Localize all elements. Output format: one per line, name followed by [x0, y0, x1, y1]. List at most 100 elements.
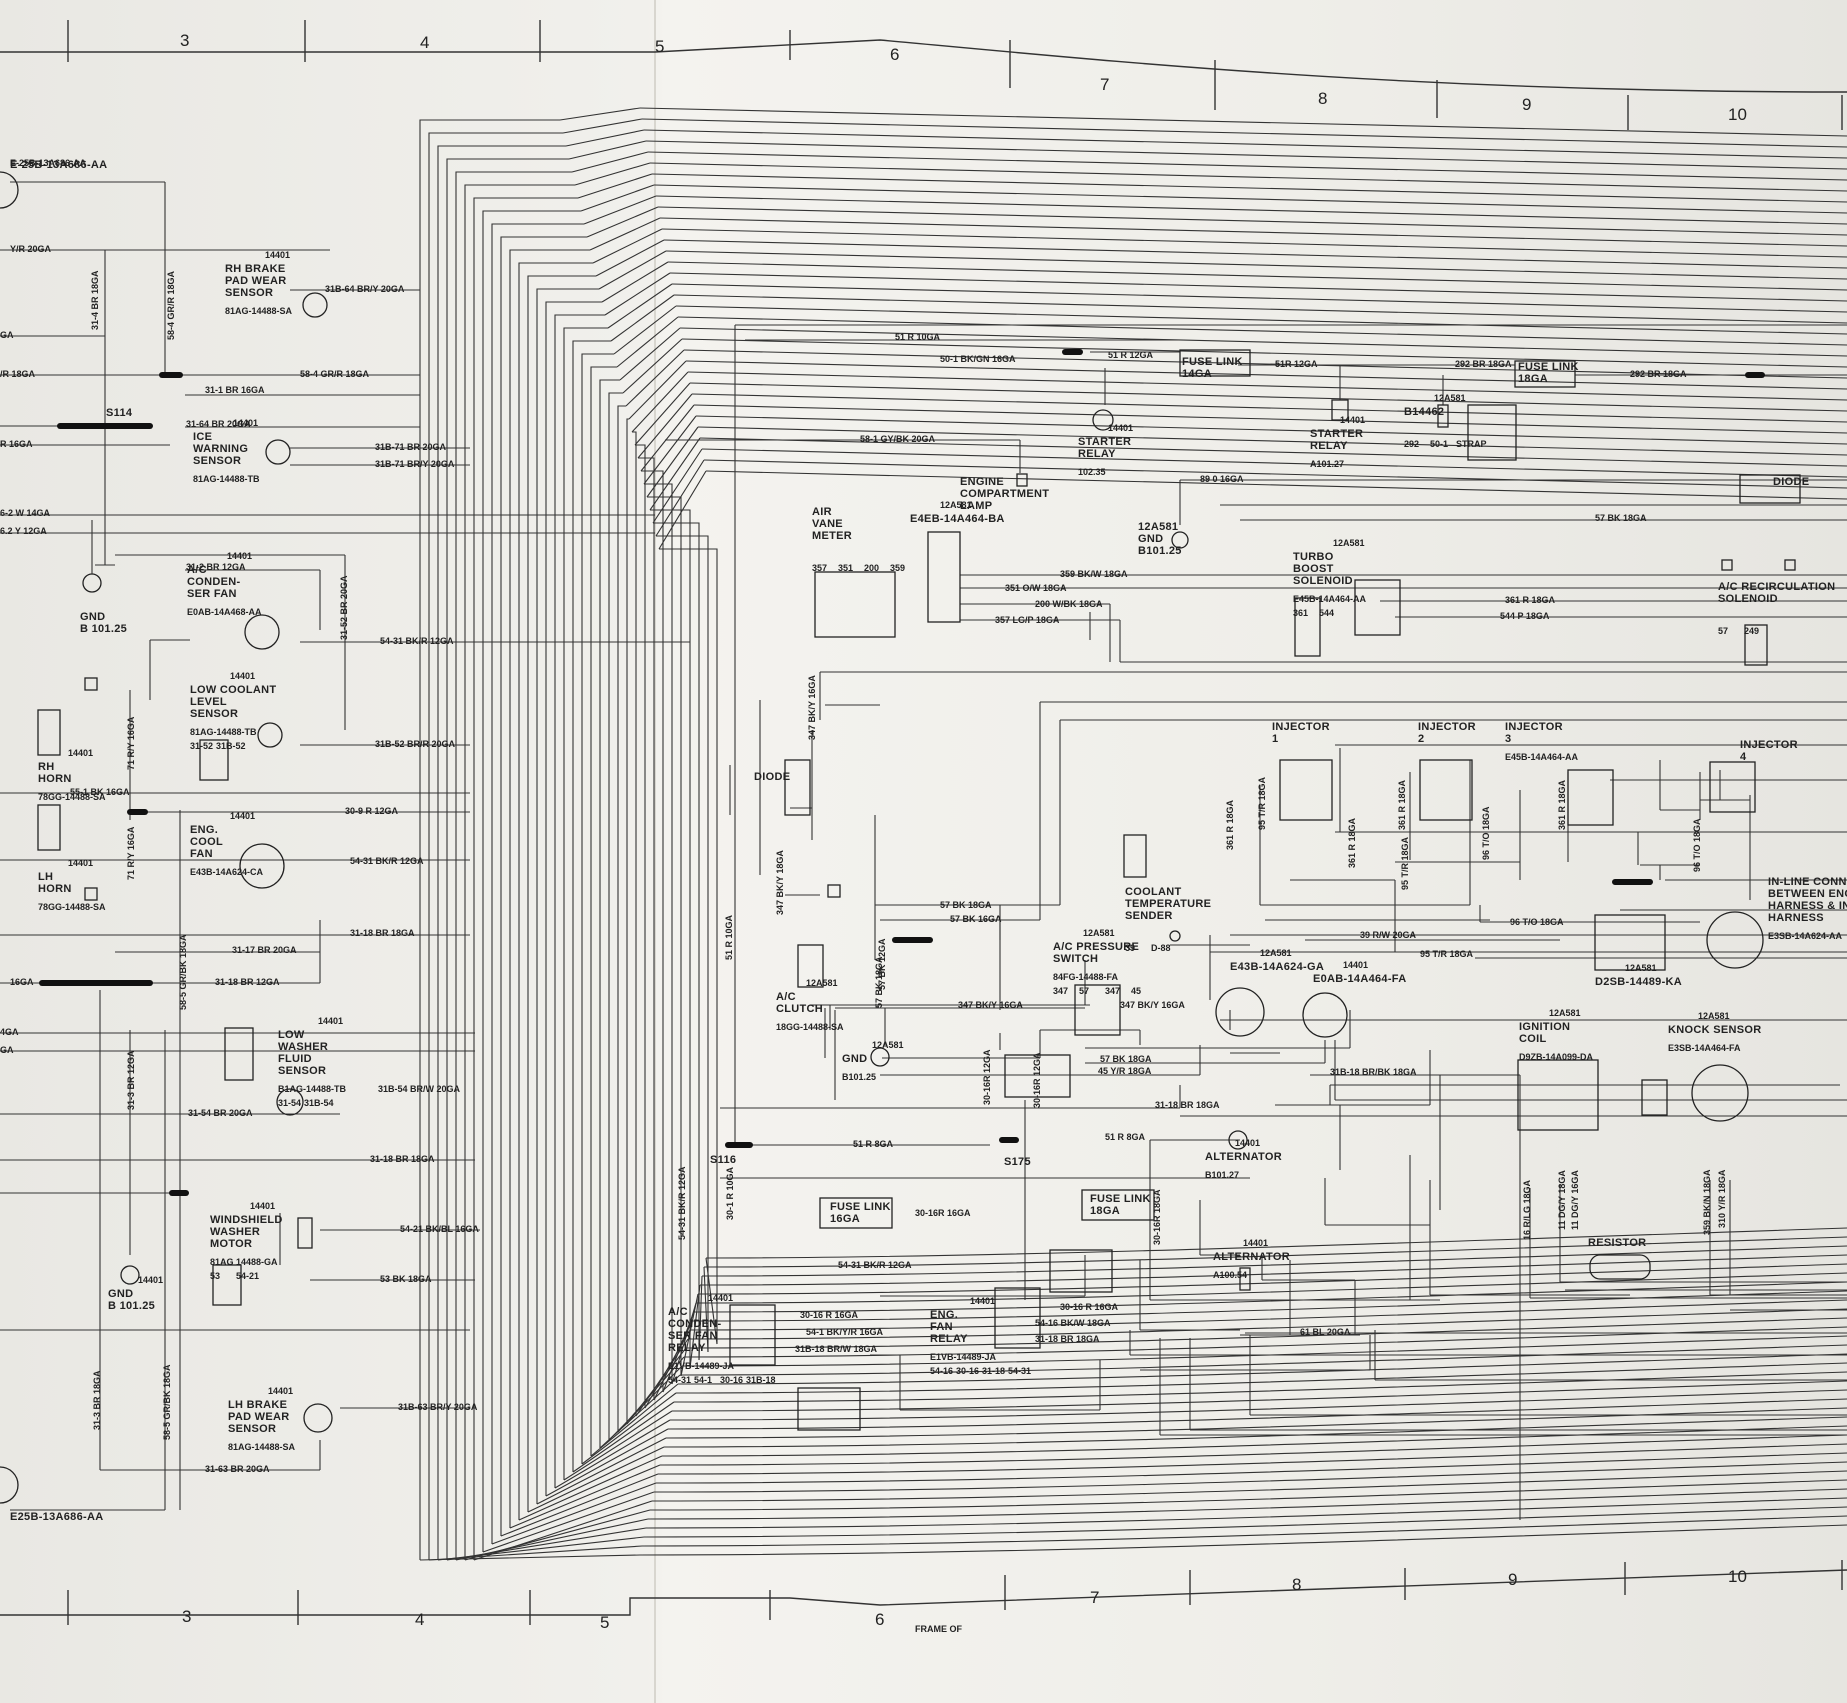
fuse-link-18ga-a [1514, 360, 1576, 388]
wire-label: 31B-71 BR/Y 20GA [375, 459, 455, 469]
wire-label: 51 R 8GA [853, 1139, 894, 1149]
wire-label: 347 BK/Y 16GA [958, 1000, 1023, 1010]
wire-label: E-25B-13A686-AA [10, 158, 87, 168]
wire-label: 58-4 GR/R 18GA [166, 270, 176, 340]
wire-label: 30-16R 16GA [915, 1208, 971, 1218]
wire-label: 310 Y/R 18GA [1717, 1169, 1727, 1228]
washer-switch [224, 1027, 254, 1081]
ac-relay-part: E1VB-14489-JA [668, 1361, 735, 1371]
wire-label: 31-2 BR 12GA [186, 562, 246, 572]
ac-pressure-switch-contacts [1004, 1054, 1071, 1098]
e0ab-connector-icon [1302, 992, 1348, 1038]
grid-bottom-6: 6 [875, 1610, 884, 1629]
coolant-level-connector [199, 739, 229, 781]
wire-label: 292 BR 18GA [1630, 369, 1687, 379]
wire-label: 31B-63 BR/Y 20GA [398, 1402, 478, 1412]
strap-pin: 292 [1404, 439, 1419, 449]
wire-label: 361 R 18GA [1505, 595, 1556, 605]
grid-top-10: 10 [1728, 105, 1747, 124]
wire-label: /R 18GA [0, 369, 36, 379]
wire-label: 96 T/O 18GA [1692, 818, 1702, 872]
wire-label: 31-18 BR 18GA [370, 1154, 435, 1164]
wire-label: 11 DG/Y 16GA [1570, 1170, 1580, 1230]
grid-bottom-8: 8 [1292, 1575, 1301, 1594]
fuse-link-14ga [1179, 349, 1251, 377]
lh-brake-part: 81AG-14488-SA [228, 1442, 296, 1452]
ac-relay-pin: 54-1 [694, 1375, 712, 1385]
wire-label: 51 R 8GA [1105, 1132, 1146, 1142]
ws-washer-part: 81AG 14488-GA [210, 1257, 278, 1267]
wire-label: 54-31 BK/R 12GA [677, 1166, 687, 1240]
wire-label: 31-4 BR 18GA [90, 270, 100, 330]
e0ab-ref: 14401 [1343, 960, 1368, 970]
wire-label: 11 DG/Y 18GA [1557, 1170, 1567, 1230]
d2sb-label: D2SB-14489-KA [1595, 976, 1682, 988]
wire-label: 31-17 BR 20GA [232, 945, 297, 955]
turbo-ref: 12A581 [1333, 538, 1365, 548]
wire-label: 359 BK/N 18GA [1702, 1169, 1712, 1235]
air-vane-pin: 200 [864, 563, 879, 573]
alternator-2-icon [1239, 1267, 1251, 1291]
top-grid-numbers: 3 4 5 6 7 8 9 10 [180, 31, 1747, 124]
wire-label: 96 T/O 18GA [1481, 806, 1491, 860]
bottom-grid-numbers: 3 4 5 6 7 8 9 10 FRAME OF [182, 1567, 1747, 1634]
wire-label: 361 R 18GA [1347, 817, 1357, 868]
ac-press-pin: 347 [1105, 986, 1120, 996]
ac-relay-pin: 54-31 [668, 1375, 691, 1385]
ignition-coil-icon [1517, 1059, 1599, 1131]
wire-label: GA [0, 1045, 14, 1055]
fan-relay-icon [994, 1287, 1041, 1349]
bottom-ruler-ticks [67, 1560, 1843, 1625]
inline-part: E3SB-14A624-AA [1768, 931, 1843, 941]
fuse-link-18ga-b [1081, 1189, 1155, 1221]
ws-washer-pin: 53 [210, 1271, 220, 1281]
e4eb-connector [927, 531, 961, 623]
wire-label: 30-1 R 10GA [725, 1166, 735, 1220]
air-vane-pin: 357 [812, 563, 827, 573]
gnd-12a-icon [1171, 531, 1189, 549]
gnd3-label: GND [842, 1053, 867, 1065]
ac-relay-contacts [797, 1387, 861, 1431]
starter-relay-2-icon [1331, 399, 1349, 421]
wire-label: 53 BK 18GA [380, 1274, 432, 1284]
inj3-part: E45B-14A464-AA [1505, 752, 1579, 762]
turbo-pin: 544 [1319, 608, 1334, 618]
ac-press-part: 84FG-14488-FA [1053, 972, 1119, 982]
turbo-solenoid-icon [1294, 597, 1321, 657]
wire-label: 31-18 BR 12GA [215, 977, 280, 987]
wire-label: 54-31 BK/R 12GA [350, 856, 424, 866]
eng-fan-icon [239, 843, 285, 889]
left-wiring [0, 171, 690, 1511]
rh-brake-ref: 14401 [265, 250, 290, 260]
grid-bottom-10: 10 [1728, 1567, 1747, 1586]
knock-label: KNOCK SENSOR [1668, 1024, 1761, 1036]
strap-pin: STRAP [1456, 439, 1487, 449]
wire-label: 30-16 R 16GA [1060, 1302, 1119, 1312]
wire-label: 95 T/R 18GA [1400, 836, 1410, 890]
alt1-label: ALTERNATOR [1205, 1151, 1282, 1163]
wire-label: GA [0, 330, 14, 340]
air-vane-pin: 359 [890, 563, 905, 573]
air-vane-pin: 351 [838, 563, 853, 573]
ice-warn-part: 81AG-14488-TB [193, 474, 260, 484]
alt1-part: B101.27 [1205, 1170, 1239, 1180]
e43b-connector-icon [1215, 987, 1265, 1037]
ac-relay-pin: 31B-18 [746, 1375, 776, 1385]
wire-label: 30-9 R 12GA [345, 806, 399, 816]
wire-label: 347 BK/Y 16GA [807, 675, 817, 740]
rh-horn-part: 78GG-14488-SA [38, 792, 106, 802]
gnd-3-icon [870, 1047, 890, 1067]
knock-part: E3SB-14A464-FA [1668, 1043, 1741, 1053]
grid-bottom-4: 4 [415, 1610, 424, 1629]
wire-label: 30-16R 12GA [982, 1049, 992, 1105]
